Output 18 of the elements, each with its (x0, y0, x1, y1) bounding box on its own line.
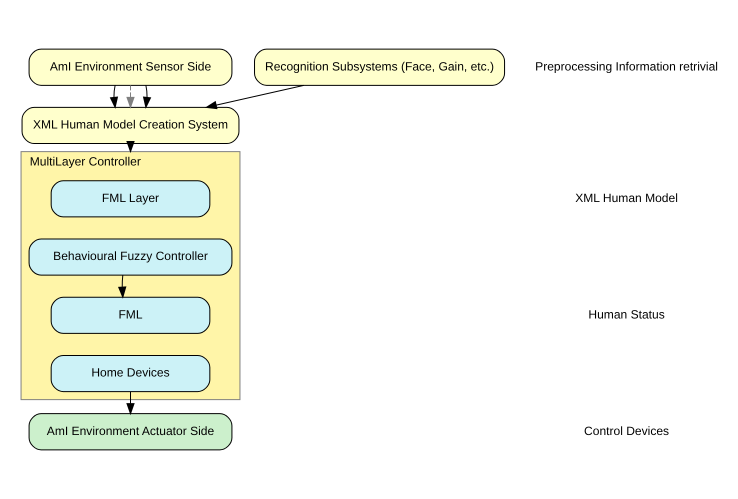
arrow (142, 85, 151, 109)
arrow (204, 84, 304, 110)
label: Control Devices (584, 424, 669, 438)
arrow (126, 392, 134, 416)
label: Preprocessing Information retrivial (534, 59, 718, 74)
node-box: AmI Environment Sensor Side (28, 48, 232, 86)
node-box: FML (50, 296, 210, 334)
label: Human Status (588, 307, 664, 322)
label: XML Human Model (574, 190, 678, 205)
arrow (126, 85, 134, 109)
arrow (126, 141, 134, 154)
node-box: FML Layer (50, 180, 210, 218)
arrow (117, 275, 126, 299)
node-box: Behavioural Fuzzy Controller (28, 238, 232, 276)
node-box: Home Devices (50, 354, 210, 392)
arrow (109, 85, 118, 109)
node-box: AmI Environment Actuator Side (28, 413, 232, 450)
node-box: Recognition Subsystems (Face, Gain, etc.) (254, 48, 505, 86)
